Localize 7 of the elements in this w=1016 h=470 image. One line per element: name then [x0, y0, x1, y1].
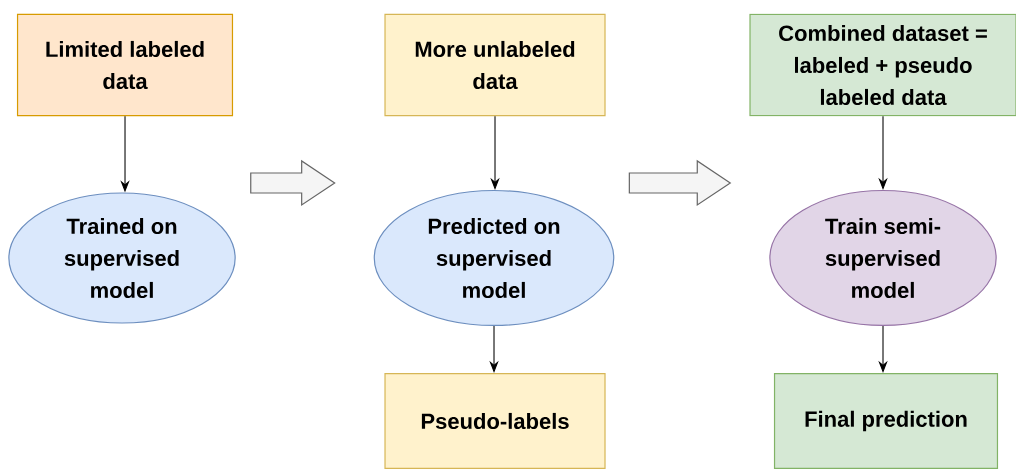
process-box: Final prediction: [773, 372, 999, 470]
process-box: Limited labeled data: [16, 13, 234, 117]
block-arrow: [628, 159, 732, 207]
process-box: Pseudo-labels: [384, 372, 606, 470]
process-box: Combined dataset = labeled + pseudo labeled data: [749, 13, 1016, 117]
process-box: More unlabeled data: [384, 13, 606, 117]
block-arrow: [250, 159, 336, 207]
